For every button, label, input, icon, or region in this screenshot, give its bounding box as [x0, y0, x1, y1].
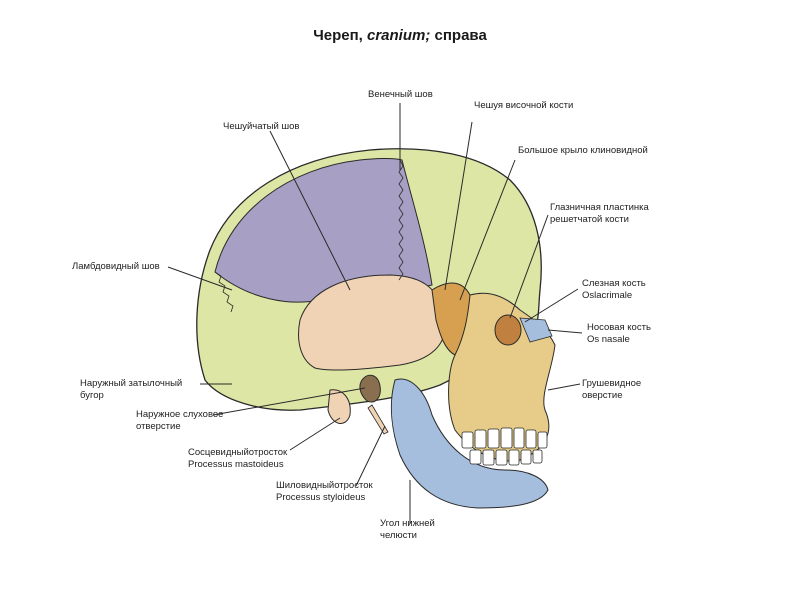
label-mastoid: Сосцевидныйотросток Processus mastoideus — [188, 447, 287, 471]
label-acoustic-line1: Наружное слуховое — [136, 409, 224, 420]
label-lambdoid-suture: Ламбдовидный шов — [72, 261, 160, 272]
title-side: справа — [430, 27, 487, 44]
label-occipital-protuberance: Наружный затылочный бугор — [80, 378, 182, 402]
label-coronal-suture: Венечный шов — [368, 89, 433, 100]
label-occipital-line1: Наружный затылочный — [80, 378, 183, 389]
teeth — [461, 427, 548, 466]
label-orbital-plate-line1: Глазничная пластинка — [550, 202, 649, 213]
coronal-suture-line — [398, 159, 404, 281]
label-mandible-line2: челюсти — [380, 530, 417, 541]
label-styloid-line2: Processus styloideus — [276, 492, 366, 503]
label-acoustic-line2: отверстие — [136, 421, 181, 432]
label-orbital-plate: Глазничная пластинка решетчатой кости — [550, 202, 649, 226]
label-temporal-squama: Чешуя височной кости — [474, 100, 574, 111]
page-title: Череп, cranium; справа — [0, 27, 800, 45]
title-latin: cranium; — [366, 27, 431, 44]
label-orbital-plate-line2: решетчатой кости — [550, 214, 629, 225]
label-nasal-line1: Носовая кость — [587, 322, 651, 333]
label-piriform: Грушевидное оверстие — [582, 378, 641, 402]
nasal-bone — [519, 317, 553, 343]
label-lacrimal-line2: Oslacrimale — [582, 290, 633, 301]
label-nasal-line2: Os nasale — [587, 334, 630, 345]
label-mastoid-line1: Сосцевидныйотросток — [188, 447, 288, 458]
label-occipital-line2: бугор — [80, 390, 104, 401]
label-nasal: Носовая кость Os nasale — [587, 322, 651, 346]
temporal-squama — [298, 274, 446, 371]
leader-lines — [167, 103, 583, 524]
orbit — [494, 314, 522, 346]
label-greater-wing: Большое крыло клиновидной — [518, 145, 648, 156]
label-squamous-suture: Чешуйчатый шов — [223, 121, 300, 132]
label-lacrimal: Слезная кость Oslacrimale — [582, 278, 646, 302]
external-ear-opening — [359, 374, 381, 403]
label-mastoid-line2: Processus mastoideus — [188, 459, 284, 470]
lambdoid-suture-line — [214, 271, 234, 313]
label-piriform-line2: оверстие — [582, 390, 623, 401]
label-mandible-angle: Угол нижней челюсти — [380, 518, 435, 542]
label-piriform-line1: Грушевидное — [582, 378, 642, 389]
label-mandible-line1: Угол нижней — [380, 518, 435, 529]
styloid — [367, 404, 389, 435]
mandible — [390, 378, 549, 509]
title-main: Череп, — [313, 27, 367, 44]
label-lacrimal-line1: Слезная кость — [582, 278, 646, 289]
label-acoustic-meatus: Наружное слуховое отверстие — [136, 409, 223, 433]
label-styloid-line1: Шиловидныйотросток — [276, 480, 373, 491]
mastoid — [327, 389, 351, 424]
label-styloid: Шиловидныйотросток Processus styloideus — [276, 480, 373, 504]
